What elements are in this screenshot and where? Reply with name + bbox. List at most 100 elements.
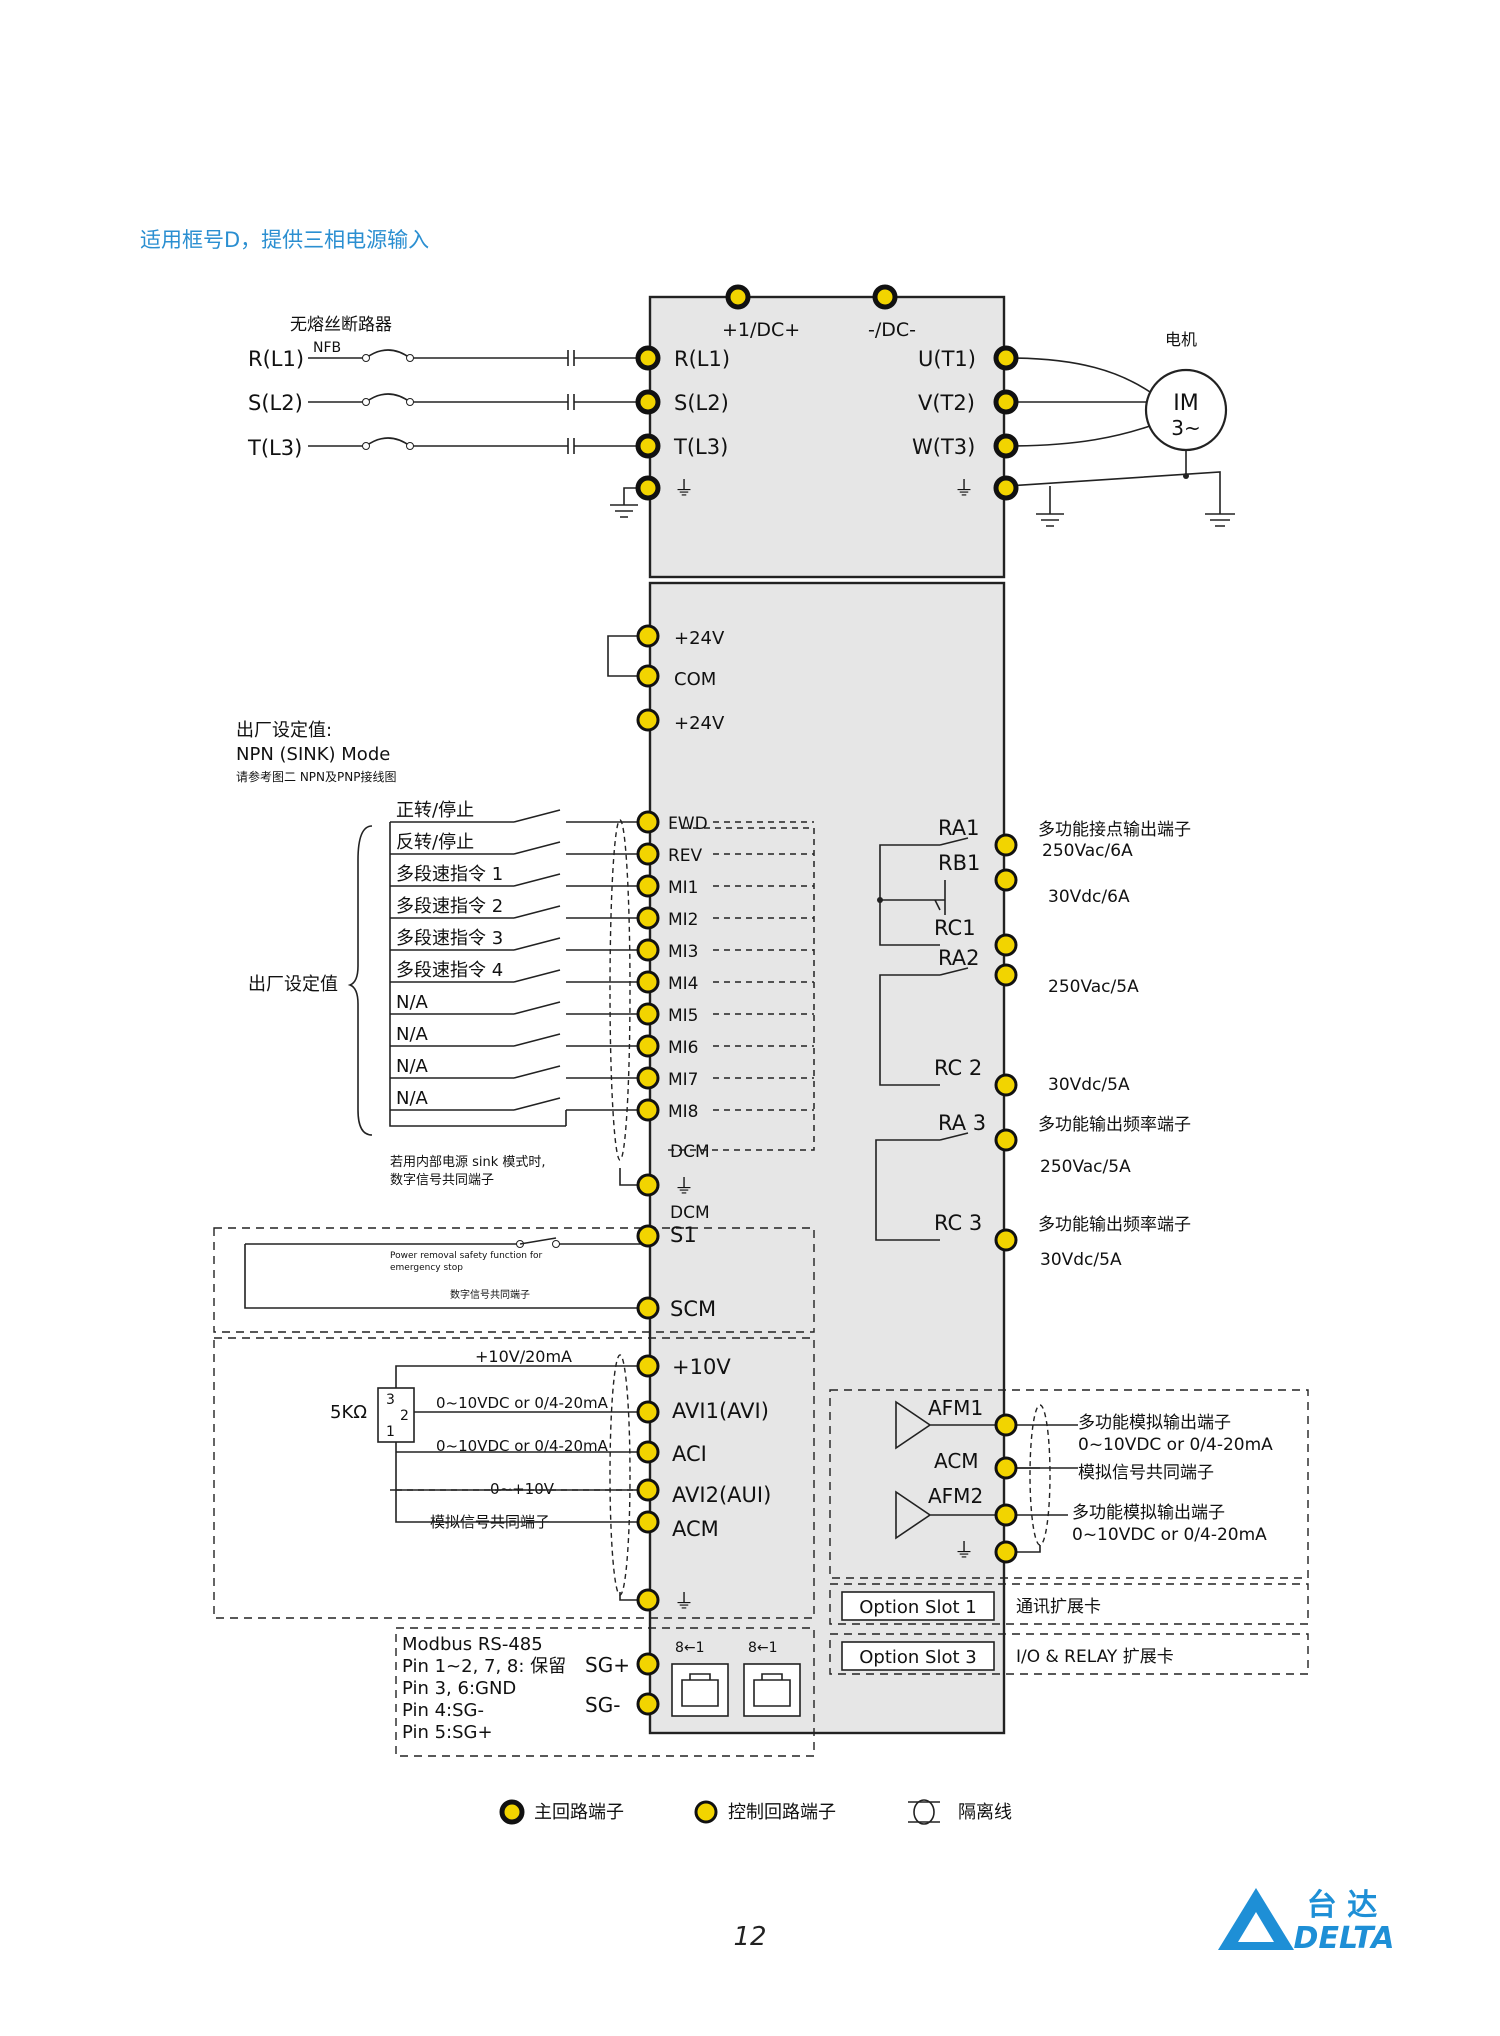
- di-switch-4: [390, 937, 648, 951]
- svg-text:Pin 1~2, 7, 8: 保留: Pin 1~2, 7, 8: 保留: [402, 1656, 566, 1677]
- power-input-lines: R(L1) S(L2) T(L3): [247, 347, 648, 460]
- di-switch-8: [390, 1065, 648, 1079]
- di-label-0: 正转/停止: [396, 800, 474, 821]
- svg-text:AFM1: AFM1: [928, 1396, 983, 1420]
- di-dot-2: [636, 874, 660, 898]
- dcm-terminals: DCM DCM ⏚ 若用内部电源 sink 模式时, 数字信号共同端子: [390, 819, 815, 1223]
- motor: 电机 IM 3~: [1007, 330, 1235, 527]
- control-terminal-0: [636, 624, 660, 648]
- control-terminal-3: [636, 1173, 660, 1197]
- svg-text:AFM2: AFM2: [928, 1484, 983, 1508]
- analog-output-block: AFM1 ACM AFM2 ⏚ 多功能模拟输出端子 0~10VDC or 0/4…: [829, 1389, 1309, 1579]
- di-dot-0: [636, 810, 660, 834]
- main-input-terminal-1: [635, 389, 661, 415]
- legend: 主回路端子 控制回路端子 隔离线: [499, 1799, 1012, 1825]
- di-terminal-4: MI3: [668, 942, 699, 962]
- control-power-terminals: +24V COM +24V: [607, 628, 725, 734]
- di-label-2: 多段速指令 1: [396, 864, 503, 885]
- main-input-terminals: R(L1) S(L2) T(L3) ⏚: [673, 347, 730, 500]
- control-terminal-10: [636, 1510, 660, 1534]
- svg-text:SCM: SCM: [670, 1297, 716, 1321]
- svg-text:+10V: +10V: [672, 1355, 731, 1379]
- di-label-1: 反转/停止: [396, 832, 474, 853]
- delta-logo: 台 达 DELTA: [1218, 1888, 1394, 1956]
- svg-text:台 达: 台 达: [1307, 1888, 1377, 1923]
- relay-dot-5: [994, 1128, 1018, 1152]
- di-switch-1: [390, 841, 648, 855]
- svg-text:AVI1(AVI): AVI1(AVI): [672, 1399, 769, 1423]
- control-terminal-11: [636, 1588, 660, 1612]
- svg-text:0~10VDC or 0/4-20mA: 0~10VDC or 0/4-20mA: [436, 1437, 609, 1455]
- svg-text:2: 2: [400, 1408, 409, 1424]
- page-number: 12: [733, 1922, 766, 1952]
- svg-text:多功能模拟输出端子: 多功能模拟输出端子: [1078, 1413, 1231, 1433]
- svg-text:+1/DC+: +1/DC+: [722, 319, 800, 341]
- di-terminal-0: FWD: [668, 814, 708, 834]
- relay-rating-4: 250Vac/5A: [1040, 1157, 1131, 1177]
- di-switch-0: [390, 809, 648, 823]
- control-terminal-5: [636, 1296, 660, 1320]
- di-switch-7: [390, 1033, 648, 1047]
- svg-text:ACI: ACI: [672, 1442, 707, 1466]
- legend-control: 控制回路端子: [728, 1802, 836, 1823]
- svg-text:0~+10V: 0~+10V: [490, 1480, 555, 1498]
- main-circuit-box: [648, 295, 1006, 579]
- relay-5: RA 3: [938, 1111, 986, 1135]
- relay-desc-5: 多功能输出频率端子: [1038, 1115, 1191, 1135]
- relay-dot-3: [994, 963, 1018, 987]
- svg-text:W(T3): W(T3): [912, 435, 975, 459]
- control-terminal-8: [636, 1440, 660, 1464]
- di-dot-4: [636, 938, 660, 962]
- legend-shield: 隔离线: [958, 1802, 1012, 1823]
- di-terminal-1: REV: [668, 846, 703, 866]
- nfb-title: 无熔丝断路器: [290, 315, 392, 335]
- di-dot-1: [636, 842, 660, 866]
- afm-dot-3: [994, 1540, 1018, 1564]
- svg-text:S1: S1: [670, 1223, 697, 1247]
- relay-rating-2: 250Vac/5A: [1048, 977, 1139, 997]
- svg-text:S(L2): S(L2): [674, 391, 729, 415]
- factory-note: 出厂设定值: NPN (SINK) Mode 请参考图二 NPN及PNP接线图 …: [236, 720, 396, 1136]
- svg-text:DCM: DCM: [670, 1142, 710, 1162]
- svg-text:⏚: ⏚: [674, 1174, 694, 1198]
- main-output-terminal-2: [993, 433, 1019, 459]
- control-terminal-9: [636, 1478, 660, 1502]
- di-common: [389, 822, 567, 1127]
- di-dot-6: [636, 1002, 660, 1026]
- relay-dot-2: [994, 933, 1018, 957]
- di-label-4: 多段速指令 3: [396, 928, 503, 949]
- relay-rating-3: 30Vdc/5A: [1048, 1075, 1130, 1095]
- control-circuit-box: [648, 581, 1006, 1735]
- di-switch-6: [390, 1001, 648, 1015]
- svg-text:S(L2): S(L2): [248, 391, 303, 415]
- ground-symbol: ⏚: [674, 476, 694, 500]
- svg-text:I/O & RELAY 扩展卡: I/O & RELAY 扩展卡: [1016, 1647, 1174, 1667]
- svg-text:若用内部电源 sink 模式时,: 若用内部电源 sink 模式时,: [390, 1154, 546, 1170]
- di-switch-2: [390, 873, 648, 887]
- di-terminal-6: MI5: [668, 1006, 699, 1026]
- svg-text:0~10VDC or 0/4-20mA: 0~10VDC or 0/4-20mA: [1078, 1435, 1273, 1455]
- relay-dot-0: [994, 833, 1018, 857]
- main-input-terminal-2: [635, 433, 661, 459]
- svg-text:⏚: ⏚: [954, 1538, 974, 1562]
- control-terminal-1: [636, 664, 660, 688]
- main-output-terminal-1: [993, 389, 1019, 415]
- relay-0: RA1: [938, 816, 979, 840]
- svg-text:-/DC-: -/DC-: [868, 319, 916, 341]
- svg-text:多功能模拟输出端子: 多功能模拟输出端子: [1072, 1503, 1225, 1523]
- terminal-dots: [635, 284, 1019, 1716]
- svg-text:R(L1): R(L1): [248, 347, 304, 371]
- factory-default-label: 出厂设定值: [248, 974, 338, 995]
- relay-4: RC 2: [934, 1056, 982, 1080]
- di-label-7: N/A: [396, 1024, 429, 1045]
- svg-text:DCM: DCM: [670, 1203, 710, 1223]
- relay-3: RA2: [938, 946, 979, 970]
- di-label-8: N/A: [396, 1056, 429, 1077]
- option-slot-1: Option Slot 1: [859, 1597, 976, 1618]
- svg-text:⏚: ⏚: [674, 1589, 694, 1613]
- di-dot-9: [636, 1098, 660, 1122]
- di-dot-5: [636, 970, 660, 994]
- svg-text:T(L3): T(L3): [247, 436, 302, 460]
- svg-text:5KΩ: 5KΩ: [330, 1402, 367, 1423]
- svg-text:ACM: ACM: [672, 1517, 719, 1541]
